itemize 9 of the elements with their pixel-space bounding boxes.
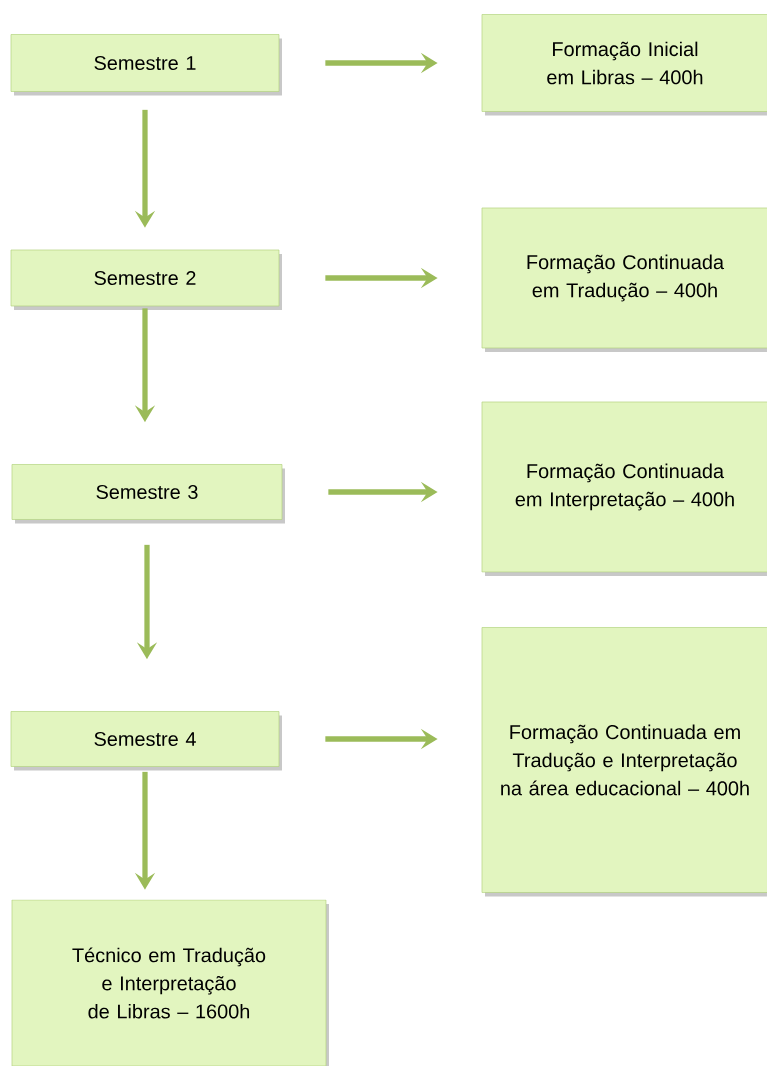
process-box: Semestre 4: [10, 711, 282, 771]
process-box: Formação Continuada em Interpretação – 400h: [481, 401, 767, 576]
process-box: Semestre 2: [10, 249, 282, 310]
process-box: Técnico em Tradução e Interpretação de Libras – 1600h: [11, 899, 329, 1066]
process-box: Formação Continuada em Tradução e Interpretação na área educacional – 400h: [481, 627, 767, 897]
process-box: Formação Inicial em Libras – 400h: [481, 14, 767, 116]
process-box: Semestre 1: [10, 34, 282, 96]
process-box: Formação Continuada em Tradução – 400h: [481, 207, 767, 352]
process-box: Semestre 3: [11, 464, 285, 524]
